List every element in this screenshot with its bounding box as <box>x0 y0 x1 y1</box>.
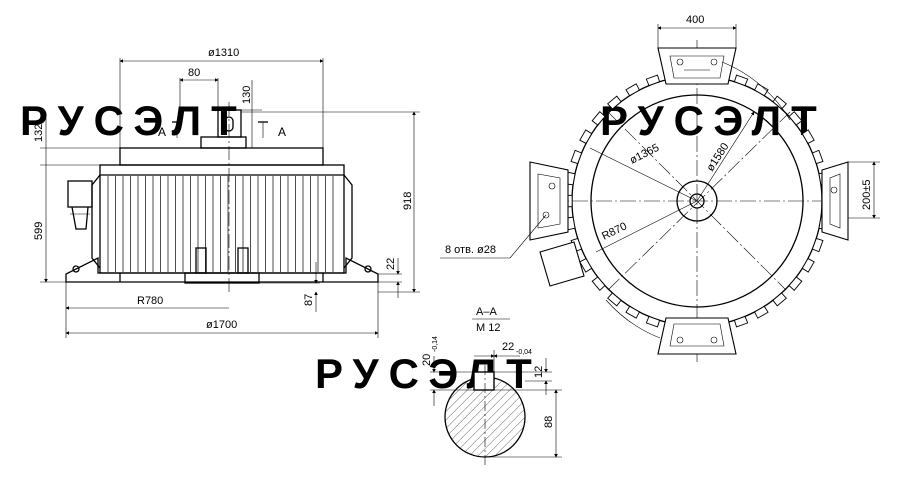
dim-80: 80 <box>188 67 200 79</box>
dim-87: 87 <box>303 294 315 306</box>
rim-tooth <box>733 74 749 87</box>
dim-22-tol: -0,04 <box>516 349 532 356</box>
rim-tooth <box>579 129 593 145</box>
dim-22-base: 22 <box>385 258 397 270</box>
dim-dia-1700: ø1700 <box>206 319 237 331</box>
rim-tooth <box>788 111 803 126</box>
section-title: А–А <box>476 306 497 318</box>
holes-note: 8 отв. ø28 <box>445 244 496 256</box>
stator-body <box>99 164 345 274</box>
rim-tooth <box>607 292 622 307</box>
shaft <box>217 109 242 138</box>
section-a-a: А–А М 12 22 -0,04 20 -0,14 12 88 <box>421 306 562 468</box>
dim-20: 20 <box>421 354 433 366</box>
rim-tooth <box>772 292 787 307</box>
rim-tooth <box>753 305 769 319</box>
plan-view: 400 ø1580 ø1365 R870 200±5 8 отв. ø28 <box>440 14 880 362</box>
dim-132: 132 <box>33 124 45 142</box>
dim-22-key: 22 <box>502 341 514 353</box>
rim-tooth <box>753 83 769 97</box>
dim-918: 918 <box>402 192 414 210</box>
base-frame <box>65 256 379 283</box>
center-foot <box>184 272 260 284</box>
section-mark-right: A <box>278 125 286 139</box>
dim-12: 12 <box>533 366 545 378</box>
mounting-lug-bottom <box>657 317 737 355</box>
rim-tooth <box>625 83 641 97</box>
rim-tooth <box>733 315 749 328</box>
rim-tooth <box>788 276 803 291</box>
dim-dia-1365: ø1365 <box>628 142 661 167</box>
dim-dia-1310: ø1310 <box>208 47 239 59</box>
side-view: A A ø1310 80 130 132 599 918 <box>33 47 420 338</box>
mounting-lug-left <box>529 161 569 241</box>
rim-tooth <box>591 111 606 126</box>
dim-r780: R780 <box>137 295 163 307</box>
section-mark-left: A <box>158 125 166 139</box>
section-thread: М 12 <box>476 322 500 334</box>
rim-tooth <box>645 315 661 328</box>
dim-20-tol: -0,14 <box>432 336 439 352</box>
dim-200: 200±5 <box>861 179 873 210</box>
left-housing <box>91 174 101 269</box>
dim-400: 400 <box>686 14 704 26</box>
right-housing <box>343 174 353 269</box>
rim-tooth <box>772 95 787 110</box>
terminal-box <box>67 180 93 208</box>
mounting-lug-right <box>821 161 849 241</box>
dim-599: 599 <box>33 222 45 240</box>
mounting-lug-top <box>657 47 737 85</box>
rim-tooth <box>801 257 815 273</box>
rim-tooth <box>607 95 622 110</box>
rim-tooth <box>801 129 815 145</box>
rim-tooth <box>570 149 583 165</box>
dim-130: 130 <box>241 86 253 104</box>
keyway <box>473 371 495 391</box>
dim-r870: R870 <box>600 220 629 242</box>
terminal-box-plan <box>539 241 585 287</box>
rim-tooth <box>625 305 641 319</box>
cooling-fins <box>107 176 334 272</box>
top-plate <box>119 147 324 166</box>
dim-88: 88 <box>543 416 555 428</box>
watermark-left: РУСЭЛТ <box>20 97 247 144</box>
rim-tooth <box>811 149 824 165</box>
rim-tooth <box>591 276 606 291</box>
rim-tooth <box>645 74 661 87</box>
rim-tooth <box>811 237 824 253</box>
